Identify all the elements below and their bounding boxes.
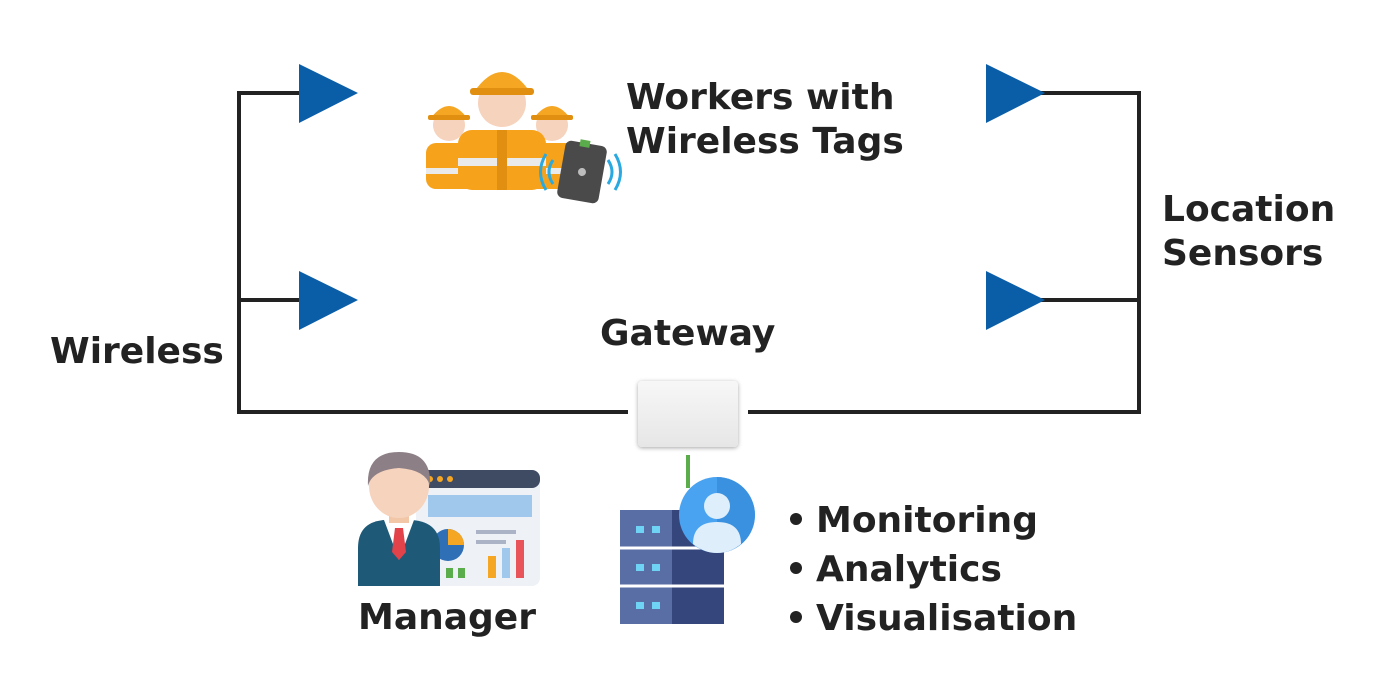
sensor-mid-left-icon — [299, 271, 358, 330]
manager-icon — [358, 452, 540, 586]
sensor-top-right-icon — [986, 64, 1045, 123]
services-list: Monitoring Analytics Visualisation — [790, 496, 1077, 643]
right-loop-line — [748, 91, 1141, 414]
left-loop-line — [237, 91, 628, 414]
workers-label: Workers with Wireless Tags — [626, 76, 904, 164]
bullet-icon — [790, 611, 802, 623]
gateway-device-icon — [638, 381, 738, 447]
gateway-label: Gateway — [600, 313, 776, 354]
workers-label-line2: Wireless Tags — [626, 121, 904, 162]
wireless-label: Wireless — [50, 331, 224, 372]
server-icon — [620, 477, 755, 624]
connection-lines — [237, 91, 1141, 414]
workers-label-line1: Workers with — [626, 77, 895, 118]
list-item: Visualisation — [790, 594, 1077, 643]
location-label-line1: Location — [1162, 189, 1336, 230]
sensor-top-left-icon — [299, 64, 358, 123]
bullet-icon — [790, 562, 802, 574]
list-item: Monitoring — [790, 496, 1077, 545]
service-analytics: Analytics — [816, 549, 1002, 590]
bullet-icon — [790, 513, 802, 525]
list-item: Analytics — [790, 545, 1077, 594]
location-sensors-label: Location Sensors — [1162, 188, 1335, 276]
sensor-mid-right-icon — [986, 271, 1045, 330]
service-monitoring: Monitoring — [816, 500, 1038, 541]
location-label-line2: Sensors — [1162, 233, 1324, 274]
service-visualisation: Visualisation — [816, 598, 1078, 639]
workers-icon — [426, 72, 622, 204]
manager-label: Manager — [358, 597, 536, 638]
